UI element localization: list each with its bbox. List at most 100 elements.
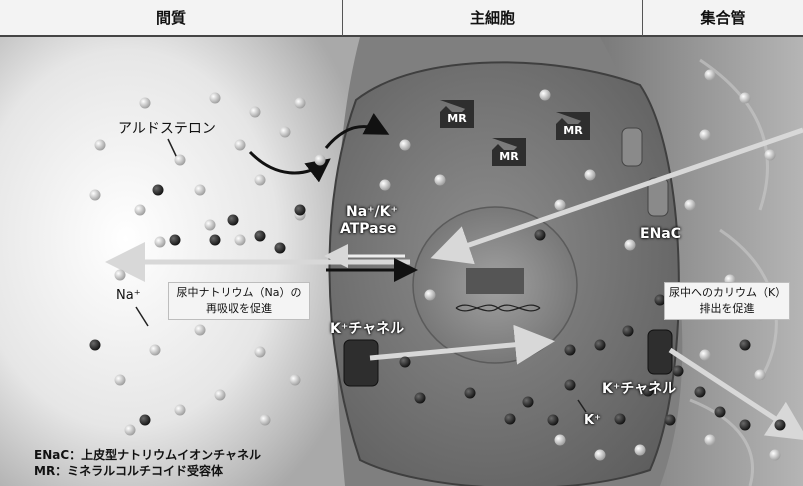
k-ion-dot — [672, 365, 684, 377]
na-ion-dot — [214, 389, 226, 401]
na-ion-dot — [314, 154, 326, 166]
atpase-label-line1: Na⁺/K⁺ — [346, 204, 398, 220]
k-ion-dot — [254, 230, 266, 242]
na-ion-dot — [209, 92, 221, 104]
k-ion-dot — [547, 414, 559, 426]
k-ion-dot — [274, 242, 286, 254]
enac-channel — [621, 127, 669, 217]
na-reabsorption-box: 尿中ナトリウム（Na）の 再吸収を促進 — [168, 282, 310, 320]
na-ion-dot — [154, 236, 166, 248]
k-ion-dot — [614, 413, 626, 425]
na-ion-dot — [174, 154, 186, 166]
aldosterone-arrow-1 — [248, 150, 331, 183]
mr-receptor-2 — [556, 112, 590, 140]
na-ion-dot — [234, 234, 246, 246]
k-ion-dot — [504, 413, 516, 425]
na-ion-dot — [594, 449, 606, 461]
k-excretion-line1: 尿中へのカリウム（K） — [669, 286, 787, 299]
na-ion-label: Na⁺ — [116, 288, 141, 303]
k-ion-dot — [739, 419, 751, 431]
k-ion-dot — [739, 339, 751, 351]
na-ion-dot — [149, 344, 161, 356]
legend-enac: ENaC：上皮型ナトリウムイオンチャネル — [34, 448, 262, 462]
k-ion-dot — [399, 356, 411, 368]
na-ion-dot — [124, 424, 136, 436]
na-ion-dot — [249, 106, 261, 118]
na-ion-dot — [704, 434, 716, 446]
na-ion-dot — [139, 97, 151, 109]
dna-receptor-complex — [466, 268, 524, 294]
k-ion-dot — [464, 387, 476, 399]
k-ion-dot — [534, 229, 546, 241]
na-ion-dot — [94, 139, 106, 151]
k-ion-dot — [564, 379, 576, 391]
k-ion-dot — [714, 406, 726, 418]
k-ion-dot — [139, 414, 151, 426]
na-ion-dot — [194, 184, 206, 196]
mr-receptor-3 — [492, 138, 526, 166]
na-ion-dot — [704, 69, 716, 81]
na-ion-dot — [554, 199, 566, 211]
na-ion-dot — [254, 174, 266, 186]
k-ion-dot — [152, 184, 164, 196]
k-channel-left-label: K⁺チャネル — [330, 321, 405, 337]
k-channel-right-label: K⁺チャネル — [602, 381, 677, 397]
k-excretion-box: 尿中へのカリウム（K） 排出を促進 — [664, 282, 790, 320]
header-interstitium-label: 間質 — [155, 9, 186, 27]
k-entry-arrow — [369, 324, 555, 365]
k-ion-dot — [594, 339, 606, 351]
k-ion-dot — [294, 204, 306, 216]
na-ion-dot — [684, 199, 696, 211]
enac-label: ENaC — [640, 226, 682, 242]
na-ion-dot — [194, 324, 206, 336]
na-ion-dot — [699, 129, 711, 141]
legend-mr: MR：ミネラルコルチコイド受容体 — [34, 464, 223, 478]
na-ion-dot — [739, 92, 751, 104]
na-ion-dot — [294, 97, 306, 109]
na-ion-dot — [259, 414, 271, 426]
na-ion-dot — [204, 219, 216, 231]
header-principal-cell-label: 主細胞 — [469, 9, 515, 27]
k-ion-dot — [522, 396, 534, 408]
k-excretion-line2: 排出を促進 — [699, 302, 755, 315]
k-ion-dot — [622, 325, 634, 337]
na-ion-dot — [174, 404, 186, 416]
k-ion-dot — [227, 214, 239, 226]
na-ion-dot — [279, 126, 291, 138]
aldosterone-arrow-2 — [324, 113, 390, 149]
k-channel-apical — [647, 329, 673, 375]
na-ion-dot — [89, 189, 101, 201]
na-ion-dot — [764, 149, 776, 161]
na-ion-dot — [434, 174, 446, 186]
mr-label-1: MR — [447, 112, 467, 125]
k-ion-dot — [664, 414, 676, 426]
na-ion-dot — [379, 179, 391, 191]
k-ion-dot — [654, 294, 666, 306]
na-ion-dot — [254, 346, 266, 358]
na-ion-dot — [754, 369, 766, 381]
na-ion-dot — [134, 204, 146, 216]
na-ion-dot — [539, 89, 551, 101]
na-ion-dot — [234, 139, 246, 151]
aldosterone-label: アルドステロン — [118, 121, 216, 137]
na-ion-dot — [624, 239, 636, 251]
na-entry-arrow — [430, 127, 803, 265]
k-ion-dot — [169, 234, 181, 246]
na-reabsorption-line1: 尿中ナトリウム（Na）の — [176, 286, 302, 299]
header-collecting-duct-label: 集合管 — [700, 9, 746, 27]
k-ion-dot — [209, 234, 221, 246]
na-ion-dot — [114, 374, 126, 386]
k-ion-dot — [414, 392, 426, 404]
na-ion-dot — [584, 169, 596, 181]
k-ion-label: K⁺ — [584, 413, 601, 428]
mr-label-3: MR — [499, 150, 519, 163]
atpase-label-line2: ATPase — [340, 221, 397, 237]
na-ion-dot — [769, 449, 781, 461]
na-ion-dot — [699, 349, 711, 361]
header-interstitium: 間質 — [0, 0, 343, 37]
k-ion-dot — [774, 419, 786, 431]
mr-receptor-1 — [440, 100, 474, 128]
header-collecting-duct: 集合管 — [643, 0, 803, 37]
